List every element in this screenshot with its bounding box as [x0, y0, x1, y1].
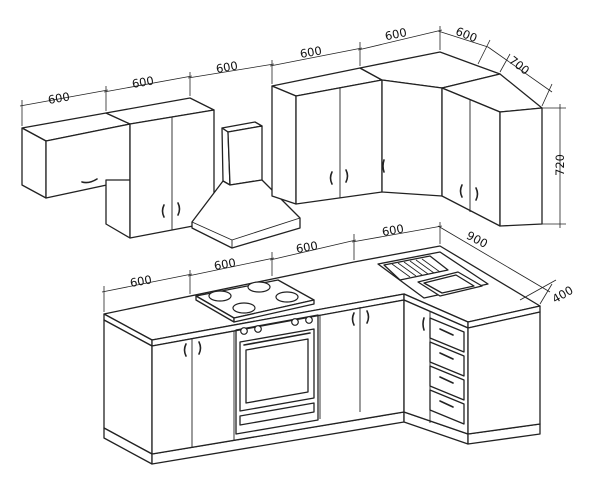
dim-lower-1: 600: [129, 272, 153, 290]
lower-left-cabinet: [183, 331, 235, 447]
sink: [377, 251, 489, 299]
dim-upper-2: 600: [131, 73, 155, 91]
upper-cabinets: [21, 51, 543, 249]
upper-left-tall-cabinet: [105, 97, 215, 239]
dim-lower-2: 600: [213, 255, 237, 273]
lower-dimension-lines: [101, 222, 557, 312]
dim-upper-4: 600: [299, 43, 323, 61]
upper-mid-cabinet: [271, 67, 383, 205]
upper-right-cabinet: [441, 73, 543, 227]
dim-lower-4: 600: [381, 221, 405, 239]
upper-dimension-lines: [19, 26, 566, 228]
dim-upper-height: 720: [553, 154, 567, 176]
dim-upper-5: 600: [384, 25, 408, 43]
dim-lower-3: 600: [295, 238, 319, 256]
hob: [195, 279, 315, 323]
lower-mid-cabinet: [319, 307, 370, 419]
dim-lower-6: 400: [550, 283, 576, 306]
dim-upper-6: 600: [454, 24, 480, 45]
upper-corner-cabinet: [359, 51, 501, 197]
dim-upper-3: 600: [215, 58, 239, 76]
dim-upper-7: 700: [506, 53, 532, 78]
dim-upper-1: 600: [47, 89, 71, 107]
dim-lower-5: 900: [464, 228, 490, 251]
oven: [235, 314, 319, 435]
lower-cabinets: [103, 245, 541, 465]
drawer-stack: [429, 317, 465, 425]
